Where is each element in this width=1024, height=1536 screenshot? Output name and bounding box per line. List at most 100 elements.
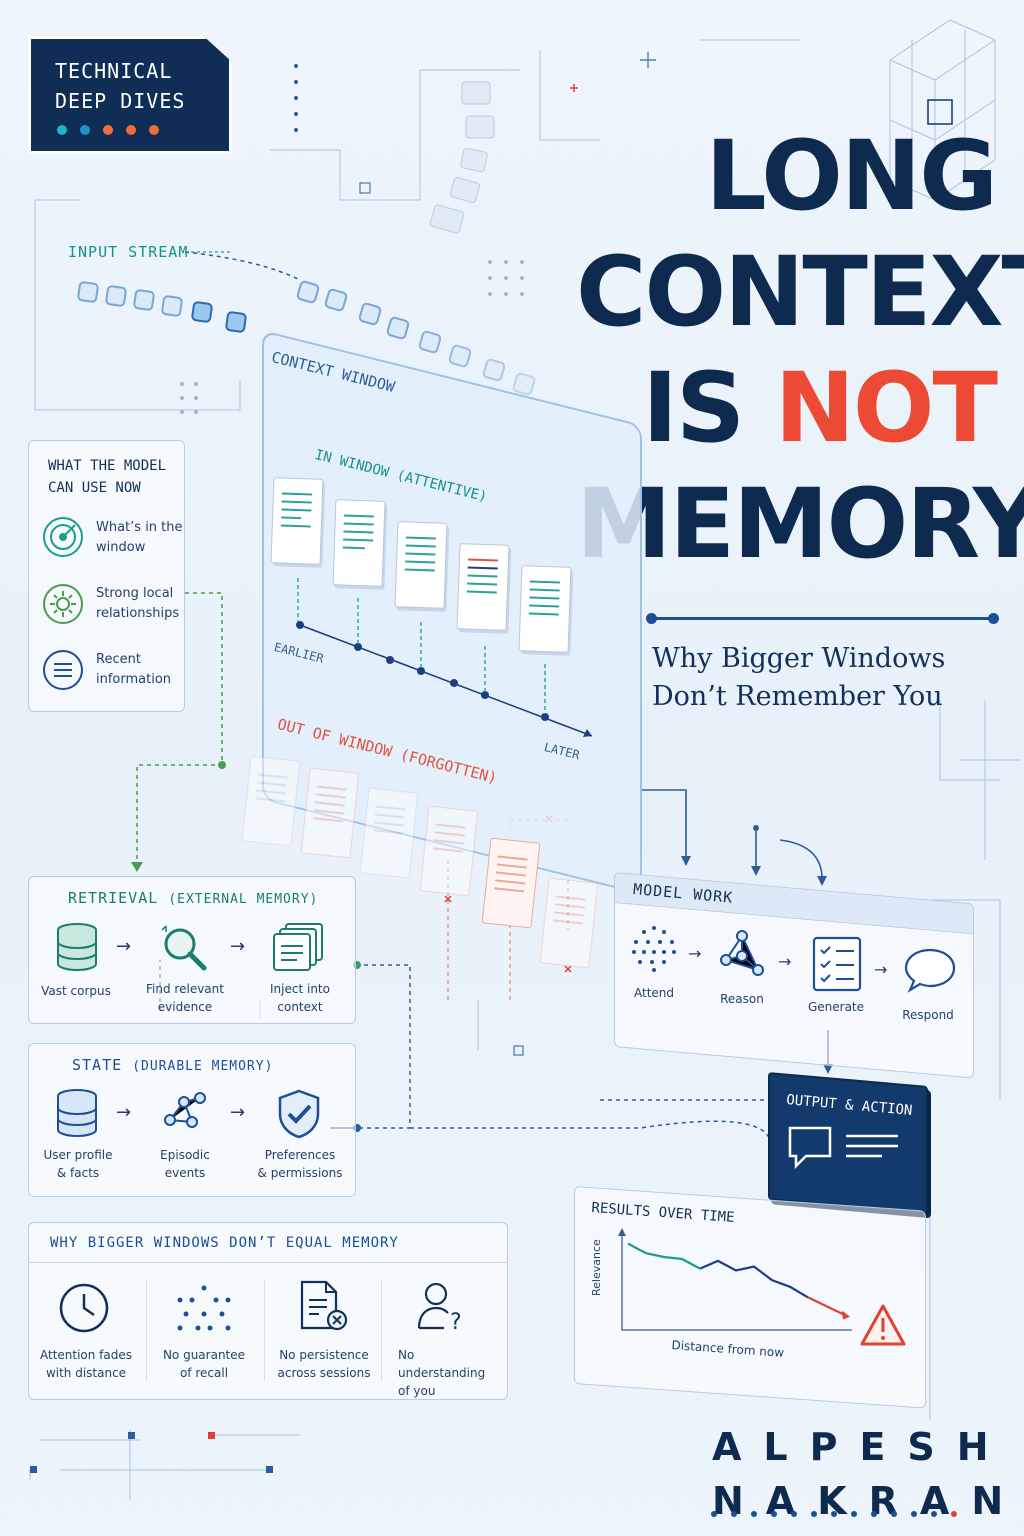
caption-line: Vast corpus <box>41 984 111 998</box>
title-is: IS <box>642 352 775 464</box>
database-icon <box>57 1089 97 1138</box>
in-window-doc <box>456 543 510 631</box>
forgotten-doc <box>241 755 301 847</box>
forgotten-doc <box>539 877 599 969</box>
author-dots <box>711 1511 957 1517</box>
caption-line: evidence <box>157 1000 213 1014</box>
shield-check-icon <box>278 1089 320 1139</box>
input-token <box>132 288 156 312</box>
retrieval-step-caption: Vast corpus <box>38 982 114 1000</box>
badge-line-2: DEEP DIVES <box>55 89 186 113</box>
why-column-divider <box>264 1280 265 1380</box>
why-caption: No persistence across sessions <box>270 1346 378 1382</box>
caption-line: of you <box>398 1384 436 1398</box>
book-title: LONG CONTEXT IS NOT MEMORY <box>576 120 1024 592</box>
model-now-title-line-1: WHAT THE MODEL <box>48 458 167 474</box>
badge-dot <box>80 125 90 135</box>
relevance-series-navy <box>699 1259 809 1299</box>
caption-line: events <box>164 1166 206 1180</box>
caption-line: context <box>277 1000 323 1014</box>
title-line-4: MEMORY <box>576 468 1024 580</box>
model-now-item-line: What’s in the <box>96 520 183 535</box>
forgotten-doc <box>300 767 360 859</box>
database-icon <box>57 923 97 972</box>
author-name: ALPESH NAKRANI <box>712 1420 1024 1528</box>
subtitle-line-2: Don’t Remember You <box>652 681 943 712</box>
input-token <box>104 284 128 308</box>
network-icon <box>720 930 764 976</box>
dots-circle-icon <box>632 926 676 972</box>
why-column-divider <box>381 1280 382 1380</box>
why-caption: No guarantee of recall <box>152 1346 256 1382</box>
arrow-right-icon: → <box>230 1102 246 1123</box>
caption-line: No guarantee <box>162 1348 246 1362</box>
caption-line: Inject into <box>270 982 330 996</box>
caption-line: User profile <box>43 1148 113 1162</box>
chart-axes <box>621 1232 852 1331</box>
input-token <box>76 280 100 304</box>
forgotten-doc-highlight <box>481 837 541 929</box>
results-chart <box>618 1228 852 1331</box>
caption-line: & facts <box>56 1166 100 1180</box>
in-window-doc <box>518 565 572 653</box>
model-now-item-line: window <box>96 540 146 555</box>
state-step-caption: Preferences & permissions <box>252 1146 348 1182</box>
model-work-caption: Respond <box>902 1008 954 1022</box>
model-now-item-line: Recent <box>96 652 141 667</box>
list-icon <box>43 650 83 690</box>
title-not: NOT <box>774 352 998 464</box>
caption-line: & permissions <box>257 1166 343 1180</box>
arrow-right-icon: → <box>874 960 888 979</box>
arrow-right-icon: → <box>116 936 132 957</box>
relevance-arrowhead <box>842 1310 850 1320</box>
caption-line: No understanding <box>398 1348 486 1380</box>
clock-icon <box>59 1283 109 1333</box>
author-first-name: ALPESH <box>712 1425 1011 1469</box>
model-work-caption: Generate <box>807 1000 865 1014</box>
sun-icon <box>43 584 83 624</box>
input-stream-label: INPUT STREAM <box>68 243 189 261</box>
checklist-icon <box>812 936 862 992</box>
input-token <box>224 310 248 334</box>
state-step-caption: Episodic events <box>145 1146 225 1182</box>
why-column-divider <box>146 1280 147 1380</box>
caption-line: across sessions <box>277 1366 371 1380</box>
dots-grid-icon <box>177 1285 231 1331</box>
relevance-series-red <box>807 1296 845 1316</box>
badge-dot <box>103 125 113 135</box>
target-icon <box>43 517 83 557</box>
user-question-icon: ? <box>417 1282 462 1332</box>
speech-bubble-icon <box>904 948 956 993</box>
title-line-1: LONG <box>705 120 999 232</box>
caption-line: Episodic <box>160 1148 210 1162</box>
series-badge: TECHNICAL DEEP DIVES <box>28 36 232 154</box>
doc-x-icon <box>300 1280 348 1331</box>
arrow-right-icon: → <box>116 1102 132 1123</box>
warning-icon <box>860 1304 906 1346</box>
message-card-icon <box>788 1126 898 1170</box>
why-caption: No understanding of you <box>388 1346 504 1400</box>
caption-line: Find relevant <box>146 982 224 996</box>
title-line-3: IS NOT <box>576 360 998 476</box>
model-now-title-line-2: CAN USE NOW <box>48 480 141 496</box>
model-now-item: Recent information <box>96 650 171 690</box>
badge-dots <box>57 125 159 135</box>
state-title-sub: (DURABLE MEMORY) <box>132 1059 274 1074</box>
caption-line: of recall <box>179 1366 229 1380</box>
caption-line: No persistence <box>279 1348 369 1362</box>
title-divider <box>646 613 999 624</box>
in-window-doc <box>332 499 386 587</box>
arrow-right-icon: → <box>688 944 702 963</box>
retrieval-step-caption: Inject into context <box>258 980 342 1016</box>
input-token <box>190 300 214 324</box>
in-window-doc <box>394 521 448 609</box>
title-line-2: CONTEXT <box>576 236 1024 348</box>
model-work-caption: Attend <box>633 986 674 1000</box>
model-now-title: WHAT THE MODEL CAN USE NOW <box>48 455 166 499</box>
caption-line: Preferences <box>264 1148 336 1162</box>
why-divider <box>28 1262 508 1263</box>
model-now-item-line: information <box>96 672 172 687</box>
badge-line-1: TECHNICAL <box>55 59 173 83</box>
